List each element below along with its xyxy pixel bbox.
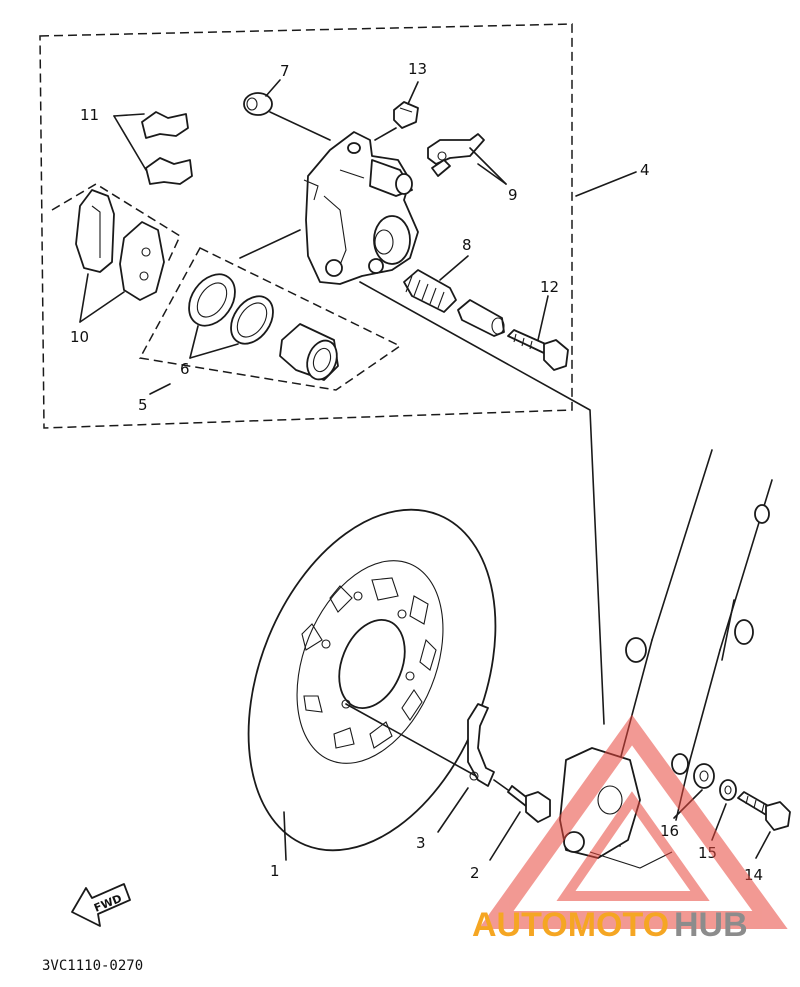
watermark-part1: AUTOMOTO xyxy=(472,906,669,944)
brake-pad-part xyxy=(75,189,165,301)
callout-leaders xyxy=(79,79,771,861)
watermark-part2: HUB xyxy=(674,906,748,944)
caliper-body-part xyxy=(303,131,419,285)
callout-labels: 1 2 3 4 5 6 7 8 9 10 11 12 13 14 15 16 xyxy=(70,60,763,884)
brake-disc-part xyxy=(247,508,497,852)
watermark-text: AUTOMOTO HUB xyxy=(472,906,748,944)
drawing-code: 3VC1110-0270 xyxy=(42,958,143,974)
axle-bolt-part xyxy=(737,791,791,831)
callout-11: 11 xyxy=(80,106,99,124)
callout-4: 4 xyxy=(640,161,650,179)
pad-kit-outline xyxy=(51,183,181,263)
callout-13: 13 xyxy=(408,60,427,78)
callout-7: 7 xyxy=(280,62,290,80)
sleeve-part xyxy=(457,299,505,337)
watermark-logo xyxy=(478,714,788,929)
callout-8: 8 xyxy=(462,236,472,254)
callout-2: 2 xyxy=(470,864,480,882)
leader-line xyxy=(239,229,301,259)
bleed-cap-part xyxy=(374,101,419,141)
lock-washer-part xyxy=(345,703,495,787)
bleed-screw-part xyxy=(427,133,485,177)
washer-part xyxy=(693,763,715,789)
callout-10: 10 xyxy=(70,328,89,346)
callout-1: 1 xyxy=(270,862,280,880)
callout-3: 3 xyxy=(416,834,426,852)
callout-6: 6 xyxy=(180,360,190,378)
piston-part xyxy=(279,323,339,381)
caliper-assembly-outline xyxy=(39,23,573,429)
callout-9: 9 xyxy=(508,186,518,204)
leader-line xyxy=(359,281,605,725)
piston-seal-part xyxy=(188,273,274,345)
pad-clip-part xyxy=(141,111,193,185)
callout-12: 12 xyxy=(540,278,559,296)
forward-arrow-icon: FWD xyxy=(71,883,131,927)
disc-bolt-part xyxy=(493,779,551,823)
nut-part xyxy=(719,779,737,801)
bushing-part xyxy=(243,92,331,141)
front-fork-part xyxy=(559,449,773,869)
callout-5: 5 xyxy=(138,396,148,414)
caliper-bolt-part xyxy=(507,329,569,371)
seal-kit-outline xyxy=(138,247,402,391)
callout-16: 16 xyxy=(660,822,679,840)
boot-part xyxy=(403,269,457,313)
